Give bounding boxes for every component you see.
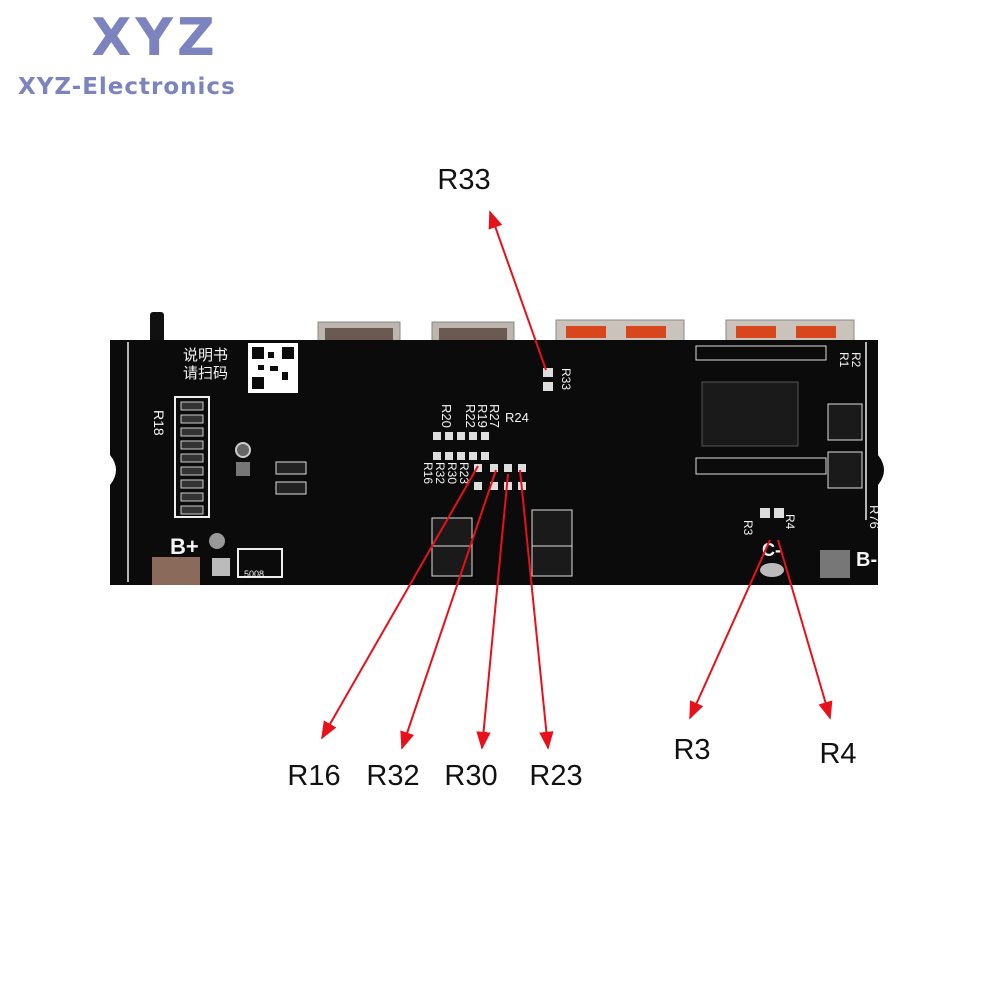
arrow-r23 bbox=[519, 469, 554, 750]
label-r4: R4 bbox=[819, 738, 856, 770]
usb-c-port-1 bbox=[317, 321, 401, 345]
silk-r27: R27 bbox=[487, 404, 502, 428]
silk-r19: R19 bbox=[475, 404, 490, 428]
label-r33: R33 bbox=[437, 164, 490, 196]
pcb-board bbox=[110, 340, 884, 585]
label-r30: R30 bbox=[444, 760, 497, 792]
usb-a-port-1 bbox=[555, 319, 685, 343]
silk-r20: R20 bbox=[439, 404, 454, 428]
b-plus-pad bbox=[152, 557, 200, 585]
silk-r24: R24 bbox=[505, 410, 529, 425]
silk-manual-line2: 请扫码 bbox=[183, 365, 228, 382]
silk-r32: R32 bbox=[433, 462, 447, 484]
ic-chip-main bbox=[701, 381, 799, 447]
silk-r18: R18 bbox=[151, 410, 167, 436]
silk-r16: R16 bbox=[421, 462, 435, 484]
arrow-r16 bbox=[321, 465, 479, 740]
label-r32: R32 bbox=[366, 760, 419, 792]
arrow-r33 bbox=[488, 210, 547, 371]
silk-r3: R3 bbox=[741, 520, 755, 536]
label-r3: R3 bbox=[673, 734, 710, 766]
silk-r4: R4 bbox=[783, 514, 797, 530]
silk-r76: R76 bbox=[867, 505, 882, 529]
resistor-array-left bbox=[174, 396, 210, 518]
silk-r1: R1 bbox=[837, 352, 851, 368]
qr-code bbox=[248, 343, 298, 393]
silk-b-plus: B+ bbox=[170, 534, 199, 559]
logo-subtitle: XYZ-Electronics bbox=[18, 74, 236, 100]
usb-a-port-2 bbox=[725, 319, 855, 343]
slide-switch bbox=[150, 312, 164, 344]
arrow-r4 bbox=[777, 539, 833, 720]
silk-r30: R30 bbox=[445, 462, 459, 484]
label-r16: R16 bbox=[287, 760, 340, 792]
silk-r33: R33 bbox=[559, 368, 573, 390]
silk-r2: R2 bbox=[849, 352, 863, 368]
arrow-r30 bbox=[476, 473, 509, 750]
b-minus-pad bbox=[820, 550, 850, 578]
silk-manual-line1: 说明书 bbox=[183, 347, 228, 364]
silk-part-code: 5008 bbox=[244, 569, 264, 579]
arrow-r3 bbox=[689, 539, 771, 720]
silk-b-minus: B- bbox=[856, 549, 877, 571]
silk-r22: R22 bbox=[463, 404, 478, 428]
logo-main: XYZ bbox=[91, 8, 219, 68]
label-r23: R23 bbox=[529, 760, 582, 792]
silk-r23: R23 bbox=[457, 462, 471, 484]
arrow-r32 bbox=[400, 469, 497, 750]
